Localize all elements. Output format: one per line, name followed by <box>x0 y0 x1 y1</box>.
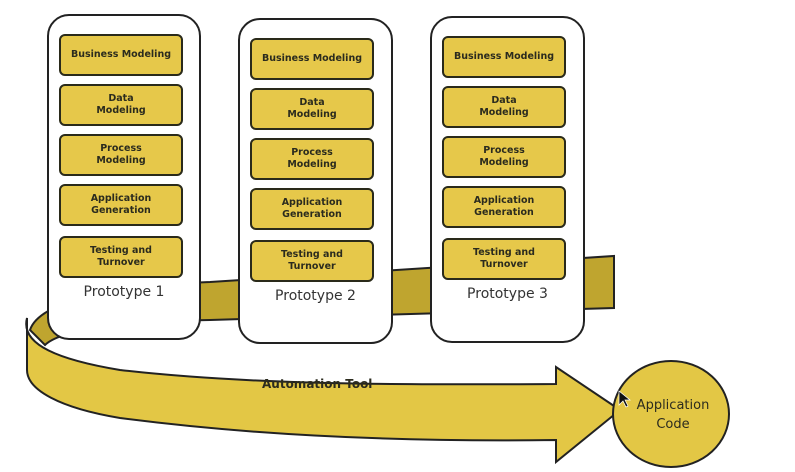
automation-tool-label: Automation Tool <box>262 377 373 391</box>
phase-business-modeling: Business Modeling <box>59 34 183 76</box>
phase-testing-turnover: Testing and Turnover <box>442 238 566 280</box>
phase-application-generation: Application Generation <box>250 188 374 230</box>
phase-data-modeling: Data Modeling <box>59 84 183 126</box>
phase-testing-turnover: Testing and Turnover <box>59 236 183 278</box>
phase-process-modeling: Process Modeling <box>250 138 374 180</box>
phase-application-generation: Application Generation <box>442 186 566 228</box>
phase-business-modeling: Business Modeling <box>250 38 374 80</box>
phase-process-modeling: Process Modeling <box>59 134 183 176</box>
prototype-label: Prototype 3 <box>467 286 548 302</box>
application-code-line1: Application <box>636 398 710 413</box>
application-code-line2: Code <box>656 417 690 432</box>
cursor-icon <box>618 390 631 408</box>
phase-testing-turnover: Testing and Turnover <box>250 240 374 282</box>
prototype-column-1: Business Modeling Data Modeling Process … <box>47 14 201 340</box>
phase-business-modeling: Business Modeling <box>442 36 566 78</box>
phase-data-modeling: Data Modeling <box>442 86 566 128</box>
prototype-column-2: Business Modeling Data Modeling Process … <box>238 18 393 344</box>
application-code-label: Application Code <box>623 396 723 434</box>
phase-data-modeling: Data Modeling <box>250 88 374 130</box>
prototype-label: Prototype 1 <box>83 284 165 300</box>
application-code-oval <box>612 360 730 468</box>
phase-application-generation: Application Generation <box>59 184 183 226</box>
prototype-column-3: Business Modeling Data Modeling Process … <box>430 16 585 343</box>
phase-process-modeling: Process Modeling <box>442 136 566 178</box>
prototype-label: Prototype 2 <box>275 288 356 304</box>
